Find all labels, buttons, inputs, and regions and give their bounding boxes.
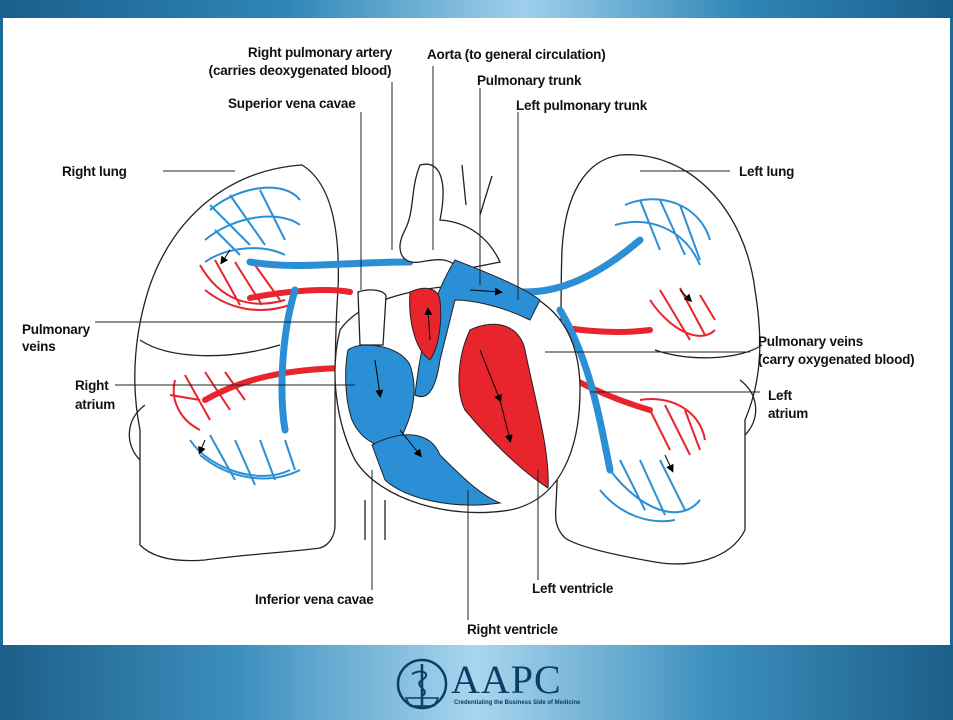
label-right-ventricle: Right ventricle bbox=[467, 622, 558, 638]
label-pulmonary-veins-right: Pulmonary veins bbox=[758, 334, 863, 350]
right-lung bbox=[129, 165, 338, 561]
label-pulmonary-trunk: Pulmonary trunk bbox=[477, 73, 581, 89]
label-left-atrium-line1: Left bbox=[768, 388, 792, 404]
label-left-atrium-line2: atrium bbox=[768, 406, 808, 422]
label-pulmonary-veins-left-line2: veins bbox=[22, 339, 56, 355]
left-lower-capillaries bbox=[600, 399, 705, 521]
label-superior-vena-cavae: Superior vena cavae bbox=[228, 96, 356, 112]
left-upper-capillaries bbox=[615, 199, 715, 340]
label-right-lung: Right lung bbox=[62, 164, 127, 180]
label-left-lung: Left lung bbox=[739, 164, 794, 180]
label-right-atrium-line1: Right bbox=[75, 378, 109, 394]
label-aorta: Aorta (to general circulation) bbox=[427, 47, 606, 63]
aapc-logo: AAPC Credentialing the Business Side of … bbox=[396, 654, 578, 716]
label-right-atrium-line2: atrium bbox=[75, 397, 115, 413]
logo-tagline: Credentialing the Business Side of Medic… bbox=[454, 700, 580, 706]
label-inferior-vena-cavae: Inferior vena cavae bbox=[255, 592, 374, 608]
label-left-pulmonary-trunk: Left pulmonary trunk bbox=[516, 98, 647, 114]
label-pulmonary-veins-left-line1: Pulmonary bbox=[22, 322, 90, 338]
label-right-pulmonary-artery-note: (carries deoxygenated blood) bbox=[209, 63, 392, 79]
label-left-ventricle: Left ventricle bbox=[532, 581, 613, 597]
label-pulmonary-veins-right-note: (carry oxygenated blood) bbox=[758, 352, 914, 368]
label-right-pulmonary-artery: Right pulmonary artery bbox=[248, 45, 392, 61]
aorta bbox=[400, 164, 500, 270]
caduceus-icon bbox=[396, 654, 448, 714]
inferior-vena-cava bbox=[365, 500, 385, 540]
superior-vena-cava bbox=[358, 290, 386, 345]
logo-wordmark: AAPC bbox=[451, 656, 562, 703]
